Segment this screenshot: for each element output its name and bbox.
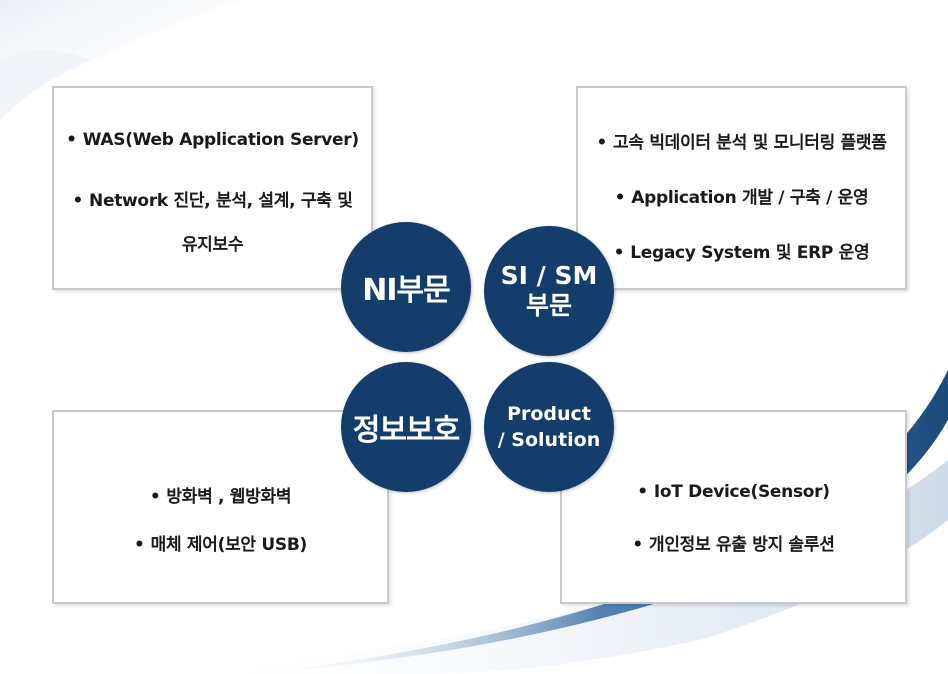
si-sm-description-box: •고속 빅데이터 분석 및 모니터링 플랫폼 •Application 개발 /…	[576, 86, 907, 290]
list-item: •Network 진단, 분석, 설계, 구축 및	[72, 191, 353, 211]
list-item: •WAS(Web Application Server)	[66, 130, 359, 150]
circle-label: 부문	[525, 291, 572, 320]
circle-label: Product	[507, 403, 591, 425]
list-item: •Application 개발 / 구축 / 운영	[614, 188, 869, 208]
list-item: •Legacy System 및 ERP 운영	[613, 243, 870, 263]
product-solution-description-box: •IoT Device(Sensor) •개인정보 유출 방지 솔루션	[560, 410, 907, 604]
list-item-continuation: 유지보수	[181, 235, 244, 255]
circle-label: 정보보호	[352, 413, 460, 448]
list-item: •방화벽 , 웹방화벽	[149, 487, 292, 507]
si-sm-division-circle: SI / SM 부문	[484, 226, 614, 356]
list-item: •IoT Device(Sensor)	[637, 482, 830, 502]
list-item: •매체 제어(보안 USB)	[134, 535, 307, 555]
list-item: •개인정보 유출 방지 솔루션	[632, 535, 835, 555]
security-division-circle: 정보보호	[341, 362, 471, 492]
product-solution-circle: Product / Solution	[484, 362, 614, 492]
ni-division-circle: NI부문	[341, 222, 471, 352]
ni-description-box: •WAS(Web Application Server) •Network 진단…	[52, 86, 373, 290]
security-description-box: •방화벽 , 웹방화벽 •매체 제어(보안 USB)	[52, 410, 389, 604]
circle-label: / Solution	[497, 429, 601, 451]
circle-label: SI / SM	[500, 261, 598, 290]
list-item: •고속 빅데이터 분석 및 모니터링 플랫폼	[596, 133, 887, 153]
circle-label: NI부문	[362, 273, 450, 308]
